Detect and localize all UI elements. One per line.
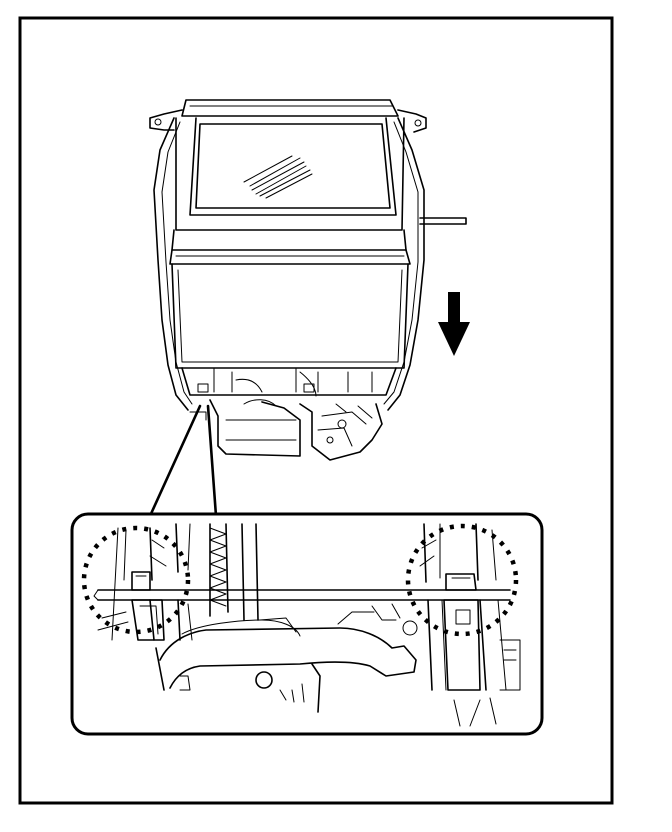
removed-unit — [149, 99, 467, 461]
leader-line-left — [148, 404, 202, 518]
callout-marker-right — [405, 523, 519, 637]
direction-arrow-down-icon — [438, 292, 470, 356]
leader-line-right — [206, 404, 218, 518]
detail-callout — [70, 512, 544, 736]
callout-marker-left — [81, 525, 191, 635]
